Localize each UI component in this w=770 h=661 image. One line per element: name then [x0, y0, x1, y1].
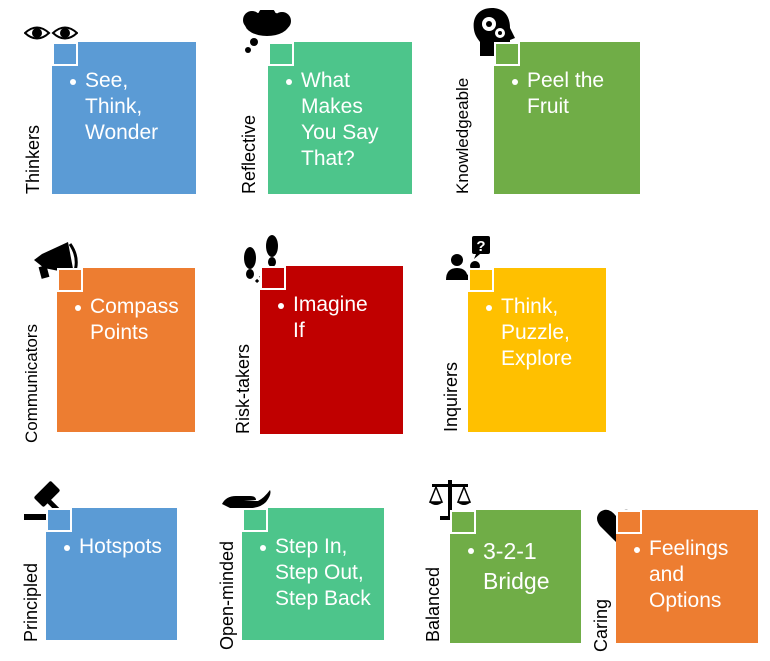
open-hand-icon: [220, 486, 272, 510]
attribute-label-balanced: Balanced: [423, 566, 443, 642]
corner-notch: [57, 268, 83, 292]
routine-card-communicators: Compass Points: [57, 268, 195, 432]
corner-notch: [46, 508, 72, 532]
attribute-label-reflective: Reflective: [239, 114, 259, 194]
routine-text: Think, Puzzle, Explore: [501, 295, 573, 370]
corner-notch: [468, 268, 494, 292]
routine-text: Step In, Step Out, Step Back: [275, 535, 371, 610]
attribute-label-knowledgeable: Knowledgeable: [453, 77, 472, 194]
svg-text:?: ?: [476, 238, 485, 255]
routine-card-reflective: What Makes You Say That?: [268, 42, 412, 194]
routine-card-knowledgeable: Peel the Fruit: [494, 42, 640, 194]
routine-card-risk-takers: Imagine If: [260, 266, 403, 434]
routine-card-thinkers: See, Think, Wonder: [52, 42, 196, 194]
eyes-icon: [23, 22, 79, 44]
corner-notch: [616, 510, 642, 534]
corner-notch: [268, 42, 294, 66]
attribute-label-inquirers: Inquirers: [441, 361, 461, 432]
attribute-label-principled: Principled: [21, 562, 41, 642]
routine-text: Imagine If: [293, 293, 368, 342]
routine-card-inquirers: Think, Puzzle, Explore: [468, 268, 606, 432]
attribute-label-caring: Caring: [591, 598, 611, 652]
attribute-label-communicators: Communicators: [22, 323, 41, 443]
routine-text: Hotspots: [79, 535, 162, 558]
routine-text: Compass Points: [90, 295, 179, 344]
routine-text: 3-2-1 Bridge: [483, 538, 550, 594]
routine-text: See, Think, Wonder: [85, 69, 159, 144]
routine-card-open-minded: Step In, Step Out, Step Back: [242, 508, 384, 640]
corner-notch: [450, 510, 476, 534]
routine-text: Peel the Fruit: [527, 69, 605, 118]
attribute-label-thinkers: Thinkers: [23, 124, 43, 194]
thought-cloud-icon: [240, 7, 294, 56]
attribute-label-risk-takers: Risk-takers: [233, 343, 253, 434]
corner-notch: [260, 266, 286, 290]
corner-notch: [494, 42, 520, 66]
corner-notch: [52, 42, 78, 66]
attribute-label-open-minded: Open-minded: [217, 540, 237, 650]
routine-text: What Makes You Say That?: [301, 69, 379, 170]
corner-notch: [242, 508, 268, 532]
routine-text: Feelings and Options: [649, 537, 729, 612]
